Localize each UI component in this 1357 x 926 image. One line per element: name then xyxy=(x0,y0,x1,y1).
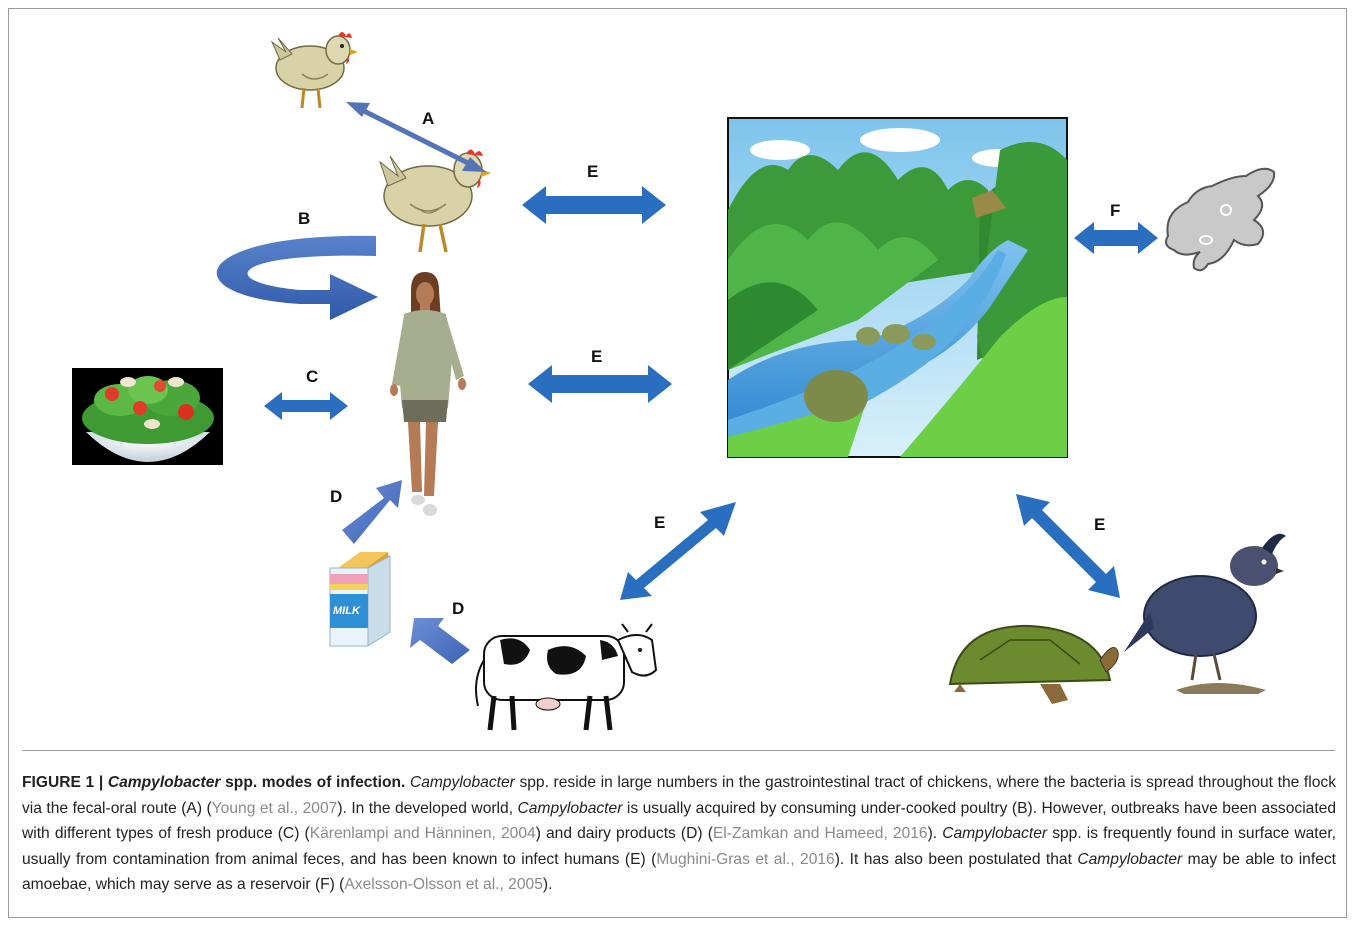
caption-text: ) and dairy products (D) ( xyxy=(535,825,713,842)
label-b: B xyxy=(298,209,310,228)
caption-genus: Campylobacter xyxy=(942,825,1048,842)
figure-caption: FIGURE 1 | Campylobacter spp. modes of i… xyxy=(22,770,1336,898)
caption-text: spp. is frequently found in surface wate… xyxy=(22,825,1336,868)
arrow-e-water-animals xyxy=(1016,494,1120,598)
caption-divider xyxy=(22,750,1335,751)
caption-text: ). In the developed world, xyxy=(337,799,518,817)
citation-link[interactable]: El-Zamkan and Hameed, 2016 xyxy=(712,825,928,842)
citation-link[interactable]: Kärenlampi and Hänninen, 2004 xyxy=(309,825,536,842)
label-e-1: E xyxy=(587,162,598,181)
label-d-1: D xyxy=(330,487,342,506)
arrow-e-human-water xyxy=(528,365,672,403)
label-d-2: D xyxy=(452,599,464,618)
amoeba-icon xyxy=(1165,167,1276,272)
woman-icon xyxy=(390,272,466,516)
arrow-c xyxy=(264,392,348,420)
chicken-icon xyxy=(270,32,358,109)
citation-link[interactable]: Young et al., 2007 xyxy=(211,799,338,817)
caption-genus: Campylobacter xyxy=(517,799,623,817)
infection-diagram: A B C xyxy=(72,32,1286,731)
milk-carton-icon: MILK xyxy=(329,552,391,647)
milk-text: MILK xyxy=(333,605,361,617)
arrow-d-left xyxy=(410,618,470,664)
arrow-a xyxy=(346,102,486,172)
figure-frame xyxy=(8,8,1347,918)
caption-text: ). It has also been postulated that xyxy=(834,850,1078,868)
caption-genus: Campylobacter xyxy=(409,774,515,791)
caption-text: may be able to infect amoebae, which may… xyxy=(22,850,1336,894)
label-a: A xyxy=(422,109,434,128)
label-e-3: E xyxy=(654,513,665,532)
caption-text: is usually acquired by consuming under-c… xyxy=(22,799,1337,843)
caption-text: ). xyxy=(542,876,553,893)
label-e-2: E xyxy=(591,347,602,366)
salad-icon xyxy=(72,368,223,465)
arrow-d-up xyxy=(342,480,402,544)
arrow-f xyxy=(1074,222,1158,254)
citation-link[interactable]: Mughini-Gras et al., 2016 xyxy=(656,850,835,868)
figure-title-italic: Campylobacter xyxy=(107,774,221,791)
citation-link[interactable]: Axelsson-Olsson et al., 2005 xyxy=(344,876,543,893)
arrow-e-cow-water xyxy=(620,502,736,600)
label-e-4: E xyxy=(1094,515,1105,534)
arrow-e-chicken-water xyxy=(522,186,666,224)
arrow-b xyxy=(216,235,378,320)
label-f: F xyxy=(1110,201,1120,220)
figure-title: spp. modes of infection. xyxy=(220,774,406,791)
caption-text: ). xyxy=(927,825,943,842)
caption-text: spp. reside in large numbers in the gast… xyxy=(22,774,1336,817)
label-c: C xyxy=(306,367,318,386)
quail-icon xyxy=(1124,533,1286,694)
figure-label: FIGURE 1 | xyxy=(22,774,108,791)
river-landscape-icon xyxy=(727,117,1068,458)
turtle-icon xyxy=(948,624,1119,704)
cow-icon xyxy=(475,623,658,731)
caption-genus: Campylobacter xyxy=(1077,850,1183,868)
